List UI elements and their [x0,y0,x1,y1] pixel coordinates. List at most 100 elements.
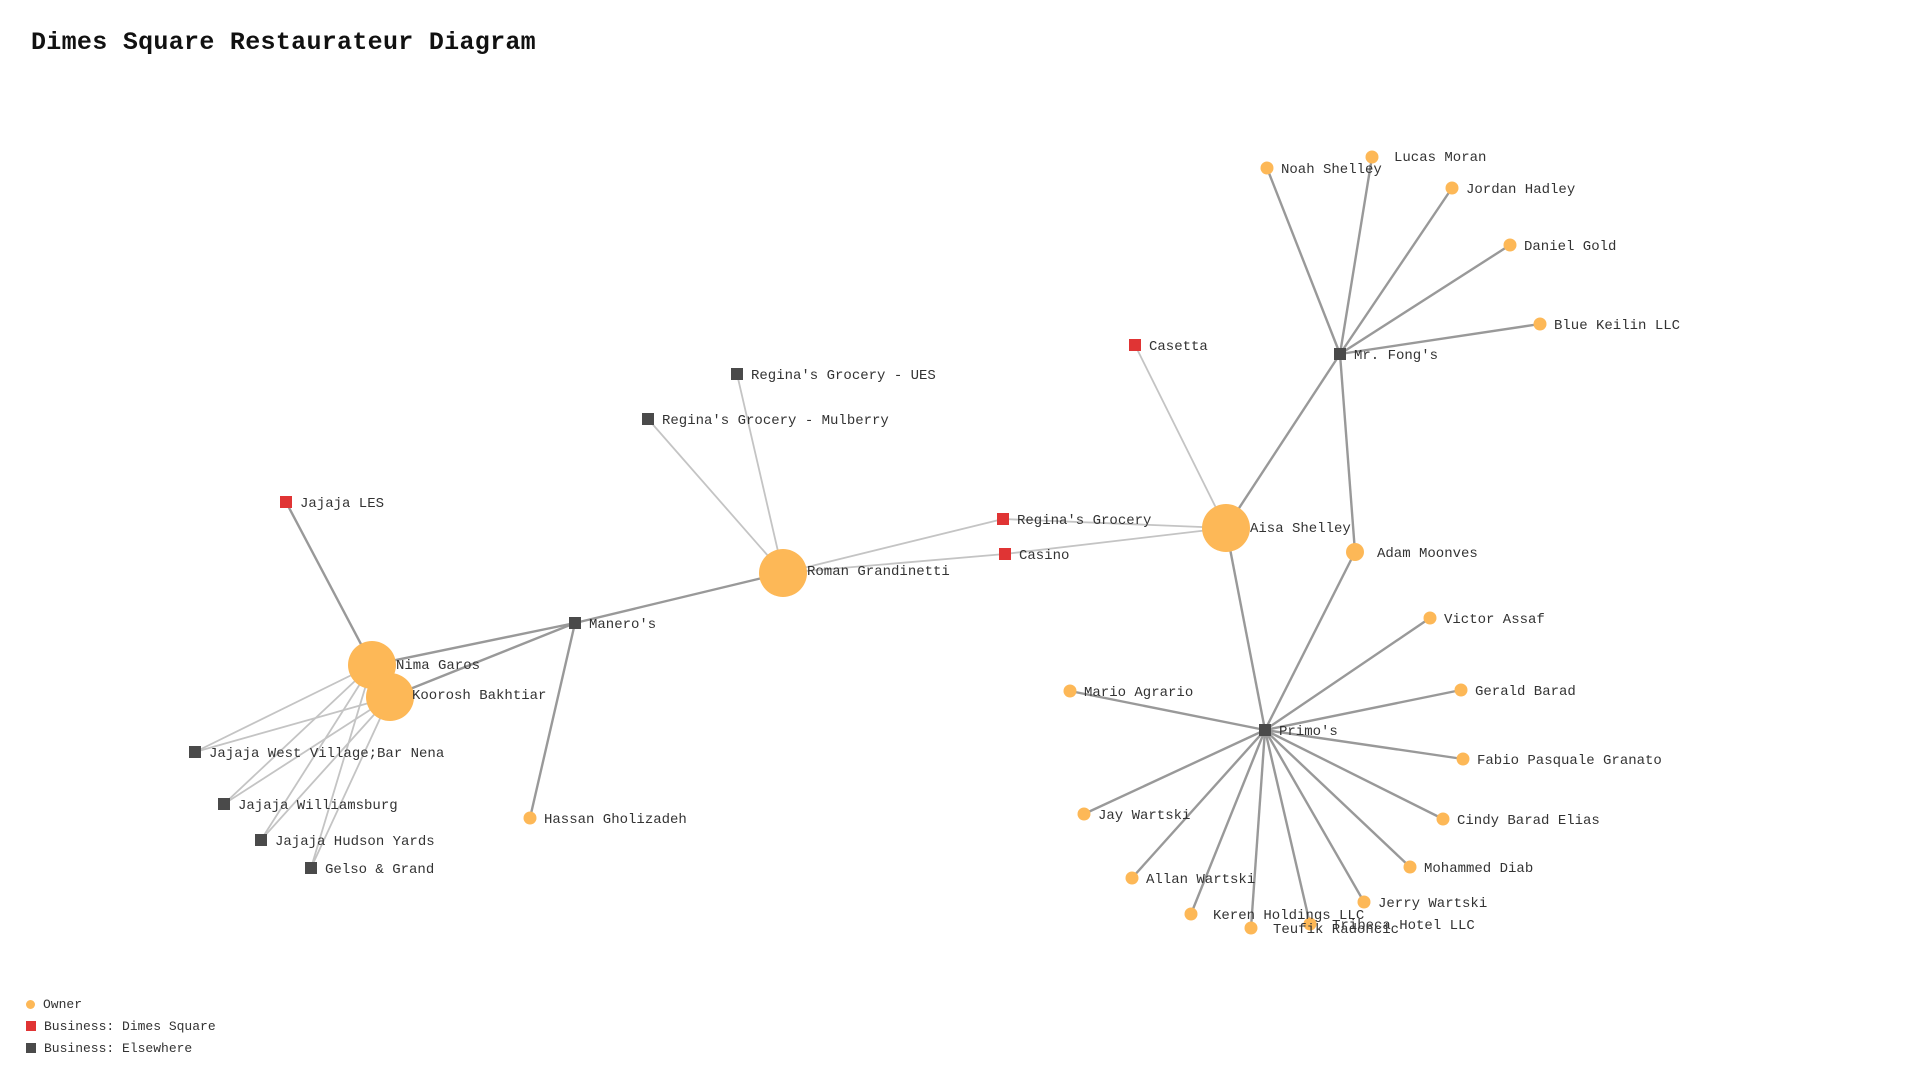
edges-layer [194,156,1541,929]
edge-gerald-primos [1264,688,1462,732]
edge-koorosh-jajaja_hy [260,696,391,841]
node-label-mohammed: Mohammed Diab [1424,861,1533,877]
node-mohammed[interactable] [1403,860,1417,874]
node-label-tribeca: Tribeca Hotel LLC [1332,918,1475,934]
node-teufik[interactable] [1244,921,1258,935]
node-label-casino: Casino [1019,548,1069,564]
node-cindy[interactable] [1436,812,1450,826]
node-blue[interactable] [1533,317,1547,331]
node-casino[interactable] [999,548,1011,560]
edge-nima-gelso [310,664,373,869]
edge-koorosh-jajaja_wv [194,696,391,753]
edge-nima-jajaja_wb [223,664,373,805]
node-maneros[interactable] [569,617,581,629]
node-fongs[interactable] [1334,348,1346,360]
node-jordan[interactable] [1445,181,1459,195]
node-tribeca[interactable] [1303,917,1317,931]
edge-koorosh-gelso [310,696,391,869]
edge-nima-maneros [371,621,576,667]
node-label-teufik: Teufik Radoncic [1273,922,1399,938]
node-roman[interactable] [759,549,807,597]
edge-nima-jajaja_wv [194,664,373,753]
node-jajaja_les[interactable] [280,496,292,508]
node-keren[interactable] [1184,907,1198,921]
node-label-daniel: Daniel Gold [1524,239,1616,255]
node-label-noah: Noah Shelley [1281,162,1382,178]
node-victor[interactable] [1423,611,1437,625]
legend-label: Owner [43,996,83,1012]
edge-jordan-fongs [1339,187,1453,355]
edge-tribeca-primos [1263,729,1312,925]
nodes-layer [189,150,1547,935]
edge-nima-jajaja_les [284,501,374,666]
node-label-roman: Roman Grandinetti [807,564,950,580]
legend-swatch-owner [26,999,35,1009]
node-label-aisa: Aisa Shelley [1250,521,1351,537]
node-casetta[interactable] [1129,339,1141,351]
node-gerald[interactable] [1454,683,1468,697]
edge-mohammed-primos [1264,729,1411,868]
node-mario[interactable] [1063,684,1077,698]
edge-cindy-primos [1264,728,1444,821]
node-label-blue: Blue Keilin LLC [1554,318,1680,334]
node-adam[interactable] [1346,543,1364,561]
node-label-gerald: Gerald Barad [1475,684,1576,700]
edge-lucas-fongs [1338,156,1374,355]
node-label-primos: Primo's [1279,724,1338,740]
edge-victor-primos [1264,617,1431,731]
node-reginas[interactable] [997,513,1009,525]
edge-fabio-primos [1264,728,1464,761]
node-label-adam: Adam Moonves [1377,546,1478,562]
node-gelso[interactable] [305,862,317,874]
edge-roman-casino [782,553,1006,574]
node-label-jordan: Jordan Hadley [1466,182,1575,198]
node-primos[interactable] [1259,724,1271,736]
node-label-cindy: Cindy Barad Elias [1457,813,1600,829]
node-label-hassan: Hassan Gholizadeh [544,812,687,828]
node-label-fongs: Mr. Fong's [1354,348,1438,364]
edge-adam-fongs [1338,353,1357,553]
node-aisa[interactable] [1202,504,1250,552]
node-reginas_mul[interactable] [642,413,654,425]
legend-swatch-business-elsewhere [26,1043,36,1053]
edge-aisa-fongs [1224,353,1342,529]
edge-aisa-casino [1004,527,1227,555]
edge-teufik-primos [1249,729,1267,929]
node-jerry[interactable] [1357,895,1371,909]
node-reginas_ues[interactable] [731,368,743,380]
legend-item-business-elsewhere: Business: Elsewhere [26,1037,216,1059]
node-jajaja_hy[interactable] [255,834,267,846]
node-lucas[interactable] [1365,150,1379,164]
node-label-koorosh: Koorosh Bakhtiar [412,688,546,704]
node-koorosh[interactable] [366,673,414,721]
node-jajaja_wv[interactable] [189,746,201,758]
edge-roman-reginas_mul [647,418,784,574]
edge-roman-maneros [574,571,784,625]
node-label-jay: Jay Wartski [1098,808,1190,824]
edge-allan-primos [1131,729,1266,879]
node-allan[interactable] [1125,871,1139,885]
node-hassan[interactable] [523,811,537,825]
edge-aisa-primos [1224,527,1267,731]
node-jay[interactable] [1077,807,1091,821]
node-daniel[interactable] [1503,238,1517,252]
edge-hassan-maneros [528,622,577,819]
node-noah[interactable] [1260,161,1274,175]
legend-label: Business: Dimes Square [44,1018,216,1034]
node-fabio[interactable] [1456,752,1470,766]
node-label-jajaja_hy: Jajaja Hudson Yards [275,834,435,850]
edge-jay-primos [1083,728,1266,816]
legend-label: Business: Elsewhere [44,1040,193,1056]
edge-koorosh-maneros [389,621,576,699]
edge-adam-primos [1263,551,1357,731]
node-label-nima: Nima Garos [396,658,480,674]
node-label-jajaja_les: Jajaja LES [300,496,384,512]
node-label-victor: Victor Assaf [1444,612,1545,628]
node-jajaja_wb[interactable] [218,798,230,810]
node-label-gelso: Gelso & Grand [325,862,434,878]
node-label-maneros: Manero's [589,617,656,633]
edge-mario-primos [1069,689,1266,732]
edge-jerry-primos [1263,729,1366,903]
